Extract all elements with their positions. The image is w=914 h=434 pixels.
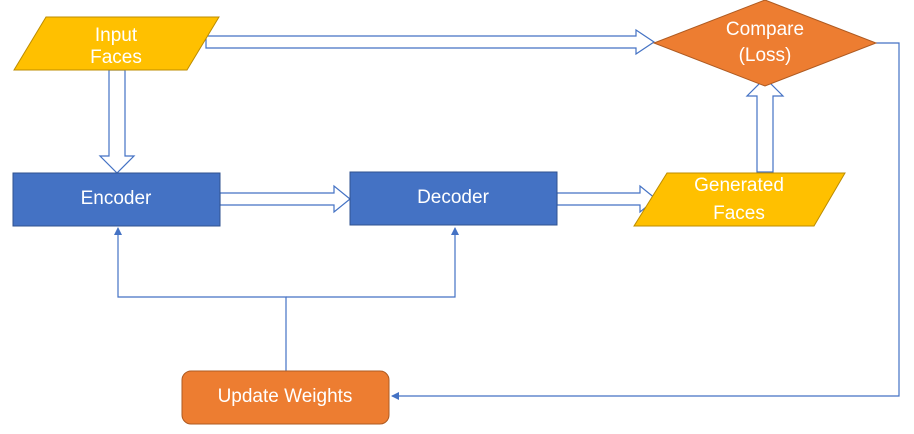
arrow-decoder-to-generated: [556, 184, 657, 214]
generated-faces-label-line1: Generated: [694, 175, 784, 196]
compare-loss-node[interactable]: Compare (Loss): [652, 0, 878, 87]
update-weights-label: Update Weights: [218, 386, 353, 407]
generated-faces-shape: [633, 172, 846, 227]
decoder-label: Decoder: [417, 187, 489, 208]
feedback-line-to-decoder: [286, 227, 459, 298]
update-weights-shape: [181, 370, 390, 425]
feedback-line-compare-to-update: [391, 42, 900, 400]
encoder-shape: [12, 172, 221, 227]
input-faces-shape: [13, 16, 220, 71]
arrow-input-to-encoder: [98, 69, 136, 174]
input-faces-label-line1: Input: [95, 25, 138, 46]
encoder-node[interactable]: Encoder: [12, 172, 221, 227]
feedback-line-update-trunk: [114, 227, 287, 371]
input-faces-label-line2: Faces: [90, 47, 142, 68]
arrow-input-to-compare: [205, 28, 656, 56]
compare-loss-shape: [652, 0, 878, 87]
generated-faces-label-line2: Faces: [713, 203, 765, 224]
compare-loss-label-line1: Compare: [726, 19, 804, 40]
generated-faces-node[interactable]: Generated Faces: [633, 172, 846, 227]
decoder-node[interactable]: Decoder: [349, 171, 558, 226]
arrow-encoder-to-decoder: [219, 184, 351, 214]
update-weights-node[interactable]: Update Weights: [181, 370, 390, 425]
input-faces-node[interactable]: Input Faces: [13, 16, 220, 71]
encoder-label: Encoder: [81, 188, 152, 209]
arrow-generated-to-compare: [745, 77, 785, 173]
decoder-shape: [349, 171, 558, 226]
compare-loss-label-line2: (Loss): [739, 45, 792, 66]
